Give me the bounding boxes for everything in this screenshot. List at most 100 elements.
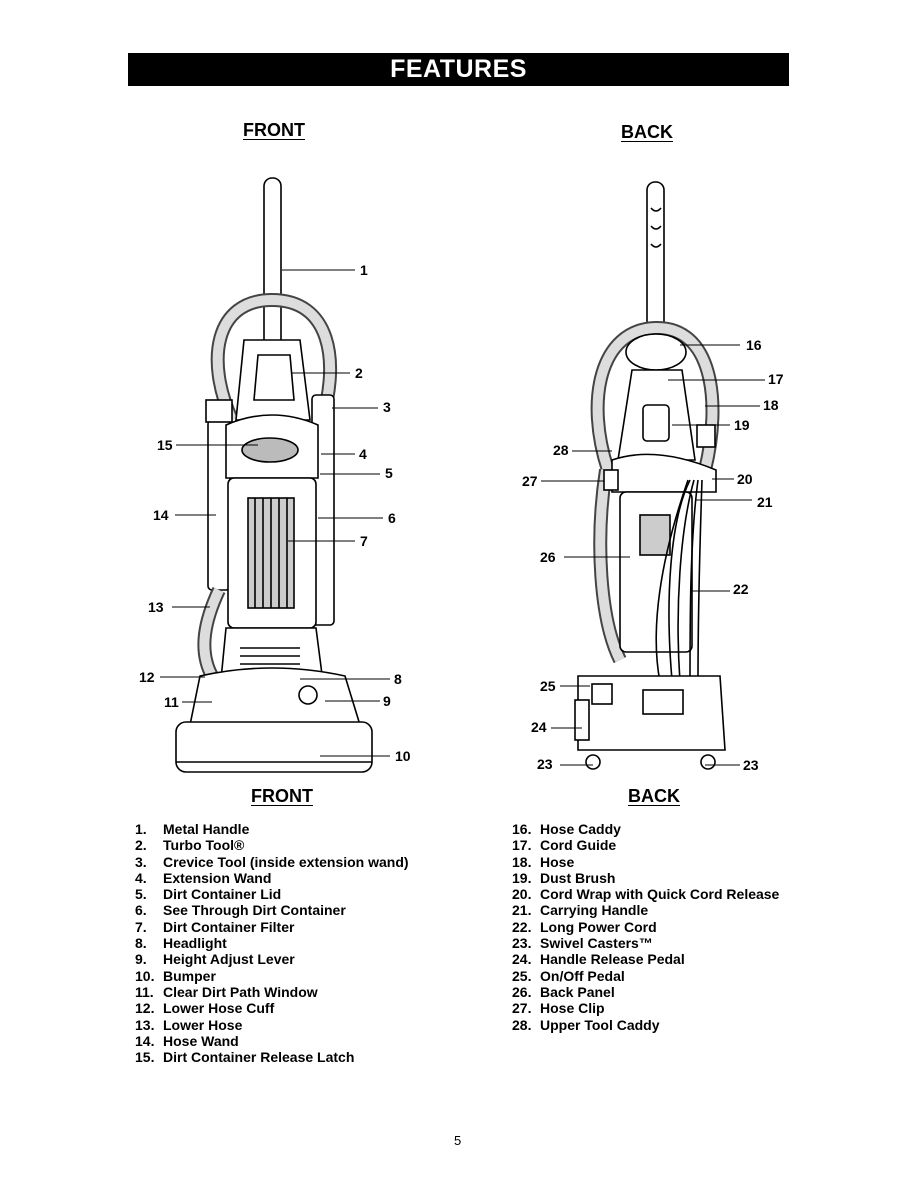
legend-item: 21.Carrying Handle xyxy=(512,902,779,918)
front-callout-7: 7 xyxy=(360,533,368,549)
back-callout-28: 28 xyxy=(553,442,569,458)
legend-item-label: Metal Handle xyxy=(163,821,250,837)
front-callout-12: 12 xyxy=(139,669,155,685)
front-legend-list: 1. Metal Handle 2. Turbo Tool® 3. Crevice Too… xyxy=(135,821,409,1065)
legend-item: 2. Turbo Tool® xyxy=(135,837,409,853)
legend-item-number: 7. xyxy=(135,918,147,935)
front-callout-4: 4 xyxy=(359,446,367,462)
legend-item: 8. Headlight xyxy=(135,935,409,951)
legend-item: 24. Handle Release Pedal xyxy=(512,951,779,967)
legend-item: 26.Back Panel xyxy=(512,984,779,1000)
back-callout-17: 17 xyxy=(768,371,784,387)
legend-item: 4.Extension Wand xyxy=(135,870,409,886)
legend-item: 3. Crevice Tool (inside extension wand) xyxy=(135,854,409,870)
legend-item-label: Lower Hose Cuff xyxy=(163,1000,275,1017)
legend-item-label: See Through Dirt Container xyxy=(163,902,346,919)
front-vacuum-illustration xyxy=(175,177,373,773)
legend-item: 7. Dirt Container Filter xyxy=(135,919,409,935)
legend-item-label: Turbo Tool® xyxy=(163,837,245,854)
back-heading-bottom: BACK xyxy=(628,786,680,806)
legend-item-number: 6. xyxy=(135,902,147,919)
front-callout-14: 14 xyxy=(153,507,169,523)
legend-item: 10.Bumper xyxy=(135,968,409,984)
legend-item-label: Handle Release Pedal xyxy=(540,951,685,968)
legend-item-number: 1. xyxy=(135,821,147,837)
legend-item: 1. Metal Handle xyxy=(135,821,409,837)
back-callout-27: 27 xyxy=(522,473,538,489)
legend-item-label: Crevice Tool (inside extension wand) xyxy=(163,853,409,870)
legend-item-label: Hose xyxy=(540,853,575,870)
front-callout-6: 6 xyxy=(388,510,396,526)
legend-item: 22. Long Power Cord xyxy=(512,919,779,935)
back-callout-16: 16 xyxy=(746,337,762,353)
front-callout-5: 5 xyxy=(385,465,393,481)
legend-item: 13.Lower Hose xyxy=(135,1017,409,1033)
back-heading-top: BACK xyxy=(621,122,673,142)
back-callout-19: 19 xyxy=(734,417,750,433)
legend-item-label: Hose Clip xyxy=(540,1000,605,1017)
legend-item-number: 20. xyxy=(512,886,532,903)
front-heading-bottom: FRONT xyxy=(251,786,313,806)
front-callout-3: 3 xyxy=(383,399,391,415)
legend-item: 11.Clear Dirt Path Window xyxy=(135,984,409,1000)
legend-item-number: 8. xyxy=(135,935,147,952)
legend-item-number: 16. xyxy=(512,821,532,837)
legend-item: 28.Upper Tool Caddy xyxy=(512,1017,779,1033)
legend-item-label: Dust Brush xyxy=(540,869,616,886)
legend-item-number: 4. xyxy=(135,869,147,886)
legend-item-number: 13. xyxy=(135,1016,155,1033)
legend-item-label: Hose Wand xyxy=(163,1032,239,1049)
legend-item-label: Dirt Container Filter xyxy=(163,918,295,935)
legend-item: 15. Dirt Container Release Latch xyxy=(135,1049,409,1065)
front-leader-lines xyxy=(160,269,390,757)
back-callout-24: 24 xyxy=(531,719,547,735)
legend-item-number: 25. xyxy=(512,967,532,984)
legend-item-number: 15. xyxy=(135,1049,155,1066)
back-callout-26: 26 xyxy=(540,549,556,565)
legend-item: 20. Cord Wrap with Quick Cord Release xyxy=(512,886,779,902)
legend-item-label: Dirt Container Release Latch xyxy=(163,1049,355,1066)
back-callout-25: 25 xyxy=(540,678,556,694)
legend-item-label: Swivel Casters™ xyxy=(540,935,653,952)
legend-item-number: 9. xyxy=(135,951,147,968)
legend-item: 25. On/Off Pedal xyxy=(512,968,779,984)
front-callout-2: 2 xyxy=(355,365,363,381)
legend-item-number: 24. xyxy=(512,951,532,968)
legend-item-number: 12. xyxy=(135,1000,155,1017)
legend-item-number: 14. xyxy=(135,1032,155,1049)
legend-item-label: Long Power Cord xyxy=(540,918,657,935)
page-number: 5 xyxy=(454,1133,462,1148)
legend-item: 9. Height Adjust Lever xyxy=(135,951,409,967)
legend-item-number: 18. xyxy=(512,853,532,870)
legend-item-number: 2. xyxy=(135,837,147,854)
legend-item: 18. Hose xyxy=(512,854,779,870)
legend-item-number: 21. xyxy=(512,902,532,919)
front-heading-top: FRONT xyxy=(243,120,305,140)
legend-item-number: 19. xyxy=(512,869,532,886)
legend-item: 16. Hose Caddy xyxy=(512,821,779,837)
legend-item-label: Hose Caddy xyxy=(540,821,621,837)
back-vacuum-illustration xyxy=(574,181,726,770)
front-callout-13: 13 xyxy=(148,599,164,615)
front-callout-15: 15 xyxy=(157,437,173,453)
legend-item-label: On/Off Pedal xyxy=(540,967,625,984)
legend-item: 27. Hose Clip xyxy=(512,1000,779,1016)
legend-item: 17.Cord Guide xyxy=(512,837,779,853)
legend-item-number: 27. xyxy=(512,1000,532,1017)
back-leader-lines xyxy=(541,344,765,766)
legend-item-label: Height Adjust Lever xyxy=(163,951,295,968)
back-callout-22: 22 xyxy=(733,581,749,597)
legend-item-number: 5. xyxy=(135,886,147,903)
front-callout-1: 1 xyxy=(360,262,368,278)
legend-item: 6. See Through Dirt Container xyxy=(135,902,409,918)
legend-item-label: Headlight xyxy=(163,935,227,952)
legend-item-label: Cord Guide xyxy=(540,837,617,854)
legend-item-number: 3. xyxy=(135,853,147,870)
legend-item: 5.Dirt Container Lid xyxy=(135,886,409,902)
front-callout-10: 10 xyxy=(395,748,411,764)
legend-item-label: Cord Wrap with Quick Cord Release xyxy=(540,886,780,903)
legend-item-number: 22. xyxy=(512,918,532,935)
front-callout-11: 11 xyxy=(164,694,179,710)
legend-item-number: 11. xyxy=(135,983,154,1000)
legend-item: 14. Hose Wand xyxy=(135,1033,409,1049)
